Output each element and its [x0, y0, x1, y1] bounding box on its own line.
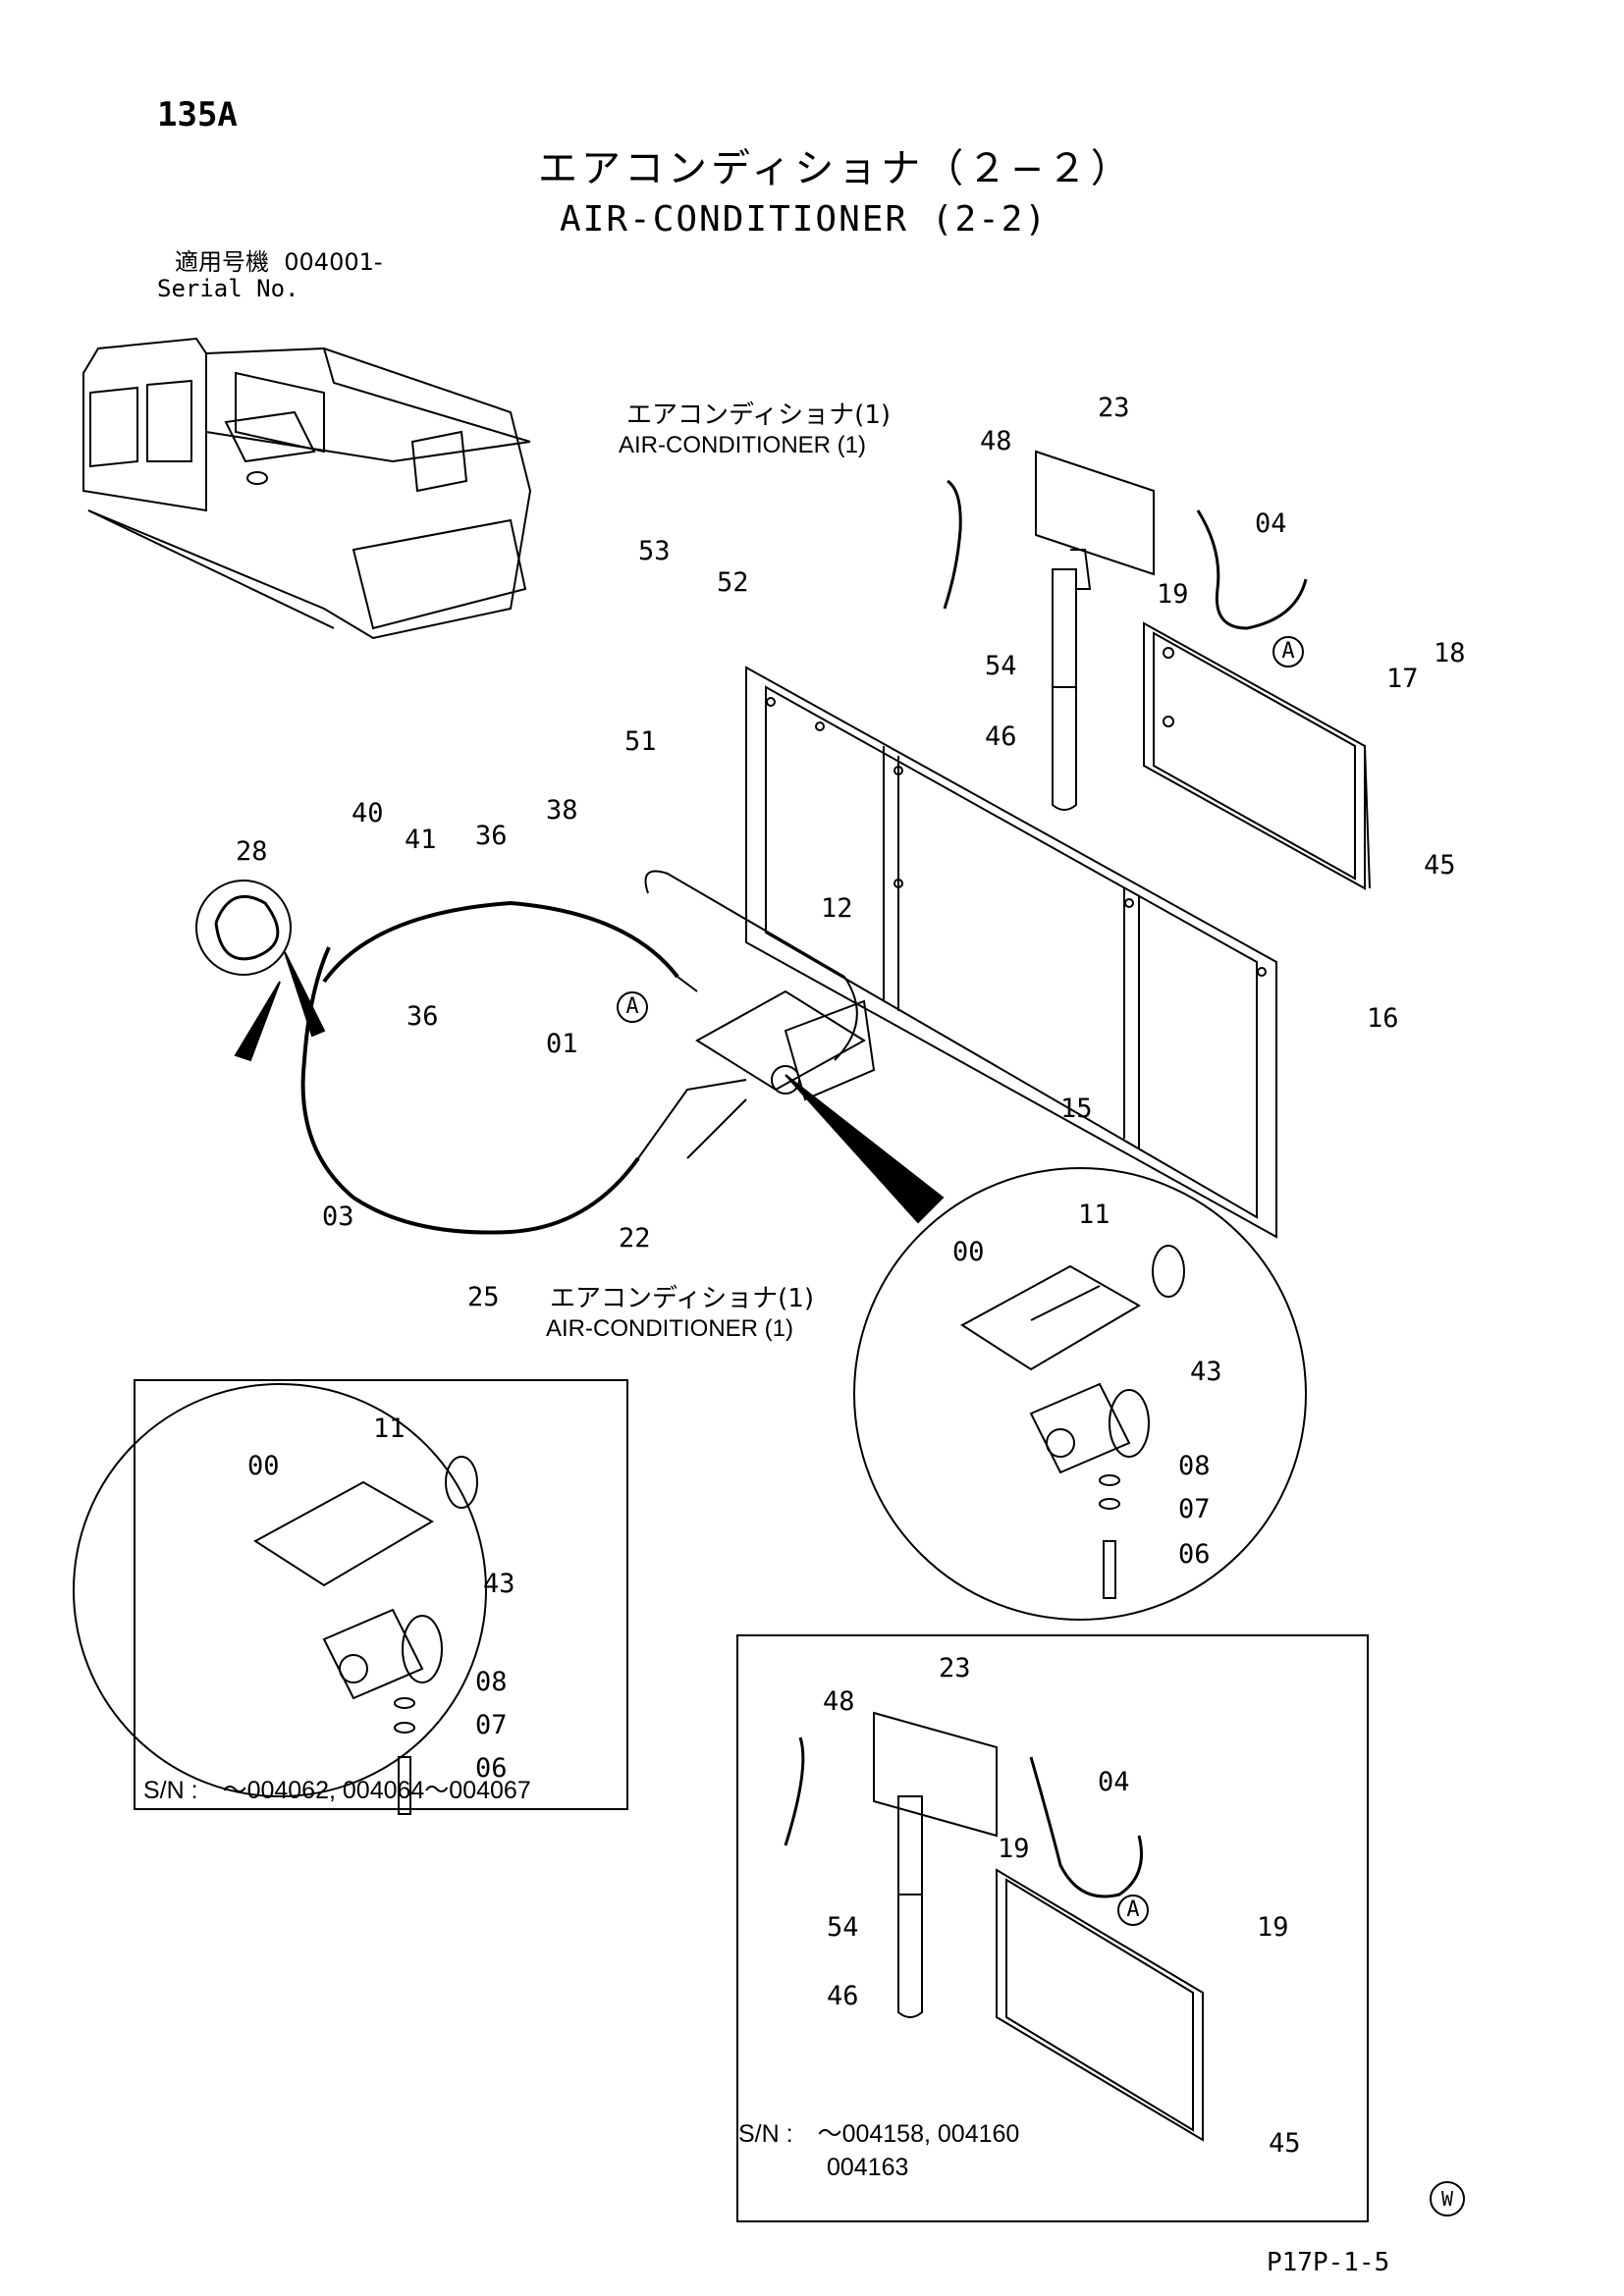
circle-part-07: 07 — [1178, 1494, 1211, 1524]
serial-label-en: Serial No. — [157, 275, 299, 302]
serial-variant-box-2 — [736, 1634, 1369, 2222]
w-mark-icon: W — [1430, 2181, 1465, 2216]
box2-part-46: 46 — [827, 1981, 859, 2011]
part-40: 40 — [352, 798, 384, 828]
refrigerant-hoses — [300, 900, 747, 1235]
part-36-b: 36 — [406, 1001, 439, 1032]
page-title-jp: エアコンディショナ（２−２） — [538, 146, 1134, 191]
box1-part-00: 00 — [247, 1451, 280, 1481]
part-45-top: 45 — [1424, 850, 1456, 881]
box2-part-19b: 19 — [1257, 1912, 1289, 1943]
part-41: 41 — [405, 825, 437, 855]
part-23-top: 23 — [1098, 393, 1130, 423]
page-code: P17P-1-5 — [1267, 2248, 1390, 2277]
detail-circle-compressor — [853, 1167, 1307, 1621]
compressor-detail-box1 — [253, 1456, 478, 1815]
detail-circle-left — [73, 1383, 487, 1797]
excavator-overview-illustration — [82, 337, 532, 640]
condenser-top — [1143, 621, 1371, 890]
box2-part-54: 54 — [827, 1912, 859, 1943]
box2-part-48: 48 — [823, 1686, 855, 1717]
receiver-detail-box2 — [784, 1711, 1204, 2142]
box2-part-45: 45 — [1269, 2128, 1301, 2159]
serial-value: 004001- — [284, 248, 383, 276]
part-12: 12 — [821, 893, 853, 924]
part-18: 18 — [1434, 638, 1466, 668]
box2-part-19a: 19 — [998, 1834, 1030, 1864]
ac1-label-jp-bottom: エアコンディショナ(1) — [550, 1284, 815, 1313]
ref-a-marker-box2: A — [1117, 1895, 1149, 1926]
circle-part-08: 08 — [1178, 1451, 1211, 1481]
part-36-a: 36 — [475, 821, 508, 851]
box2-serial-note-line2: 004163 — [827, 2154, 909, 2181]
ref-a-marker-top: A — [1272, 636, 1304, 667]
compressor-top — [644, 870, 876, 1101]
box1-part-11: 11 — [373, 1414, 406, 1444]
condenser-frame — [745, 666, 1277, 1239]
part-54-top: 54 — [985, 651, 1017, 681]
part-38: 38 — [546, 795, 578, 826]
part-22: 22 — [619, 1223, 651, 1254]
circle-part-06: 06 — [1178, 1539, 1211, 1570]
serial-variant-box-1 — [134, 1379, 628, 1810]
page-number: 135A — [157, 95, 238, 134]
part-28: 28 — [236, 836, 268, 867]
box2-serial-note-line1: S/N : ～004158, 004160 — [738, 2120, 1020, 2148]
box1-part-06: 06 — [475, 1753, 508, 1784]
box2-part-04: 04 — [1098, 1767, 1130, 1797]
box1-part-07: 07 — [475, 1710, 508, 1740]
detail-callout-pointer — [785, 1074, 945, 1224]
part-17: 17 — [1386, 664, 1419, 694]
ac1-label-en-bottom: AIR-CONDITIONER (1) — [546, 1315, 793, 1342]
ac1-label-jp-top: エアコンディショナ(1) — [626, 400, 892, 430]
part-48-top: 48 — [980, 426, 1012, 456]
page-title-en: AIR-CONDITIONER (2-2) — [560, 199, 1049, 240]
serial-label-jp-text: 適用号機 — [175, 248, 269, 276]
part-19-top: 19 — [1157, 579, 1189, 610]
part-16: 16 — [1367, 1003, 1399, 1034]
ac1-label-en-top: AIR-CONDITIONER (1) — [619, 432, 866, 458]
part-46-top: 46 — [985, 721, 1017, 752]
part-01: 01 — [546, 1029, 578, 1059]
part-25: 25 — [467, 1282, 500, 1312]
circle-part-43: 43 — [1190, 1357, 1222, 1387]
part-03: 03 — [322, 1201, 354, 1232]
box1-serial-note: S/N : ～004062, 004064～004067 — [143, 1777, 531, 1804]
box2-part-23: 23 — [939, 1653, 971, 1683]
part-04-top: 04 — [1255, 508, 1287, 539]
part-53: 53 — [638, 536, 671, 566]
circle-part-11: 11 — [1078, 1200, 1110, 1230]
part-52: 52 — [717, 567, 749, 598]
ref-a-marker-left: A — [617, 991, 648, 1023]
part-51: 51 — [624, 726, 657, 757]
serial-label-jp: 適用号機 004001- — [175, 250, 383, 274]
box1-part-08: 08 — [475, 1667, 508, 1697]
circle-part-00: 00 — [952, 1237, 985, 1267]
box1-part-43: 43 — [483, 1569, 515, 1599]
clamp-detail-circle — [195, 880, 292, 976]
receiver-dryer-top — [943, 450, 1308, 811]
part-15: 15 — [1060, 1094, 1093, 1124]
compressor-detail-circle — [960, 1245, 1185, 1599]
